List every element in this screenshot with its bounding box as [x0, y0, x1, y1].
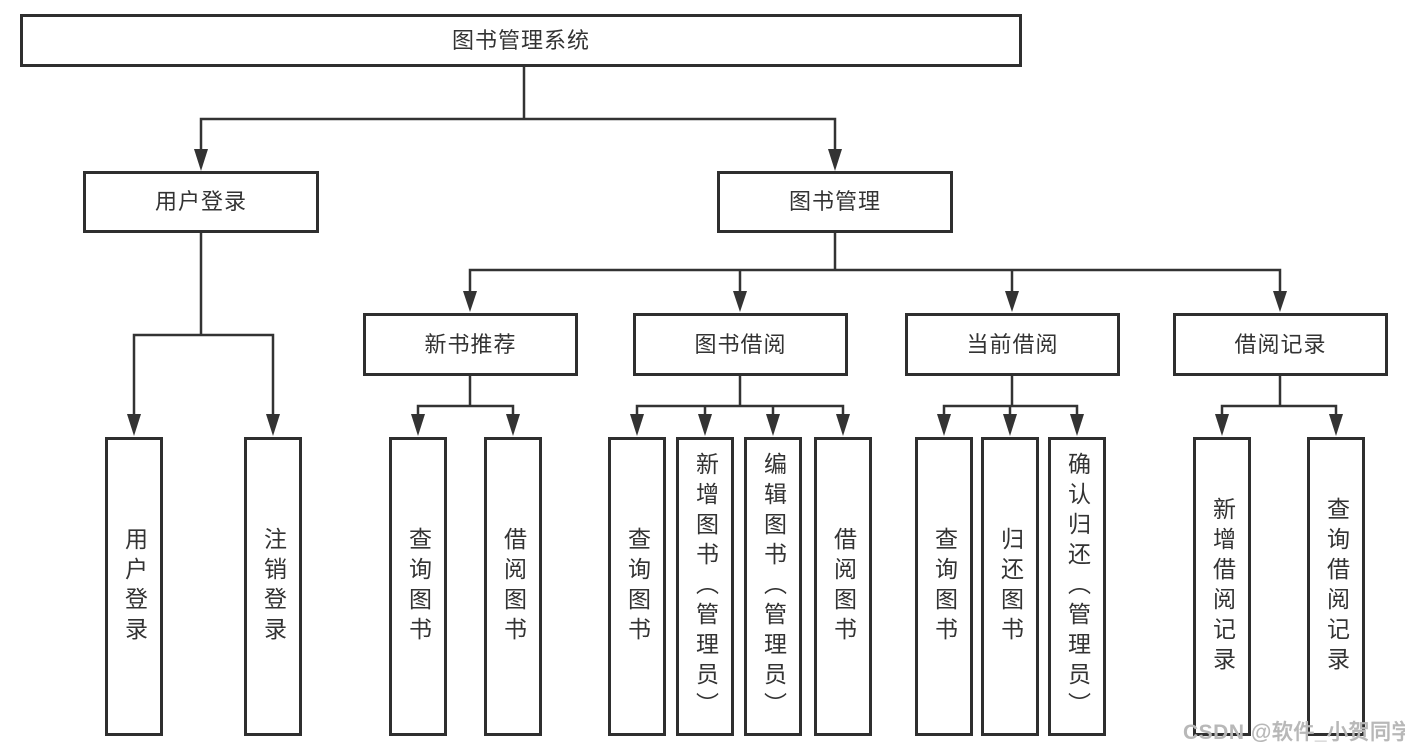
leaf-label: 新增图书（管理员） — [692, 451, 719, 722]
leaf-query-borrow-record: 查询借阅记录 — [1307, 437, 1365, 736]
leaf-label: 确认归还（管理员） — [1064, 451, 1091, 722]
leaf-query-books-borrow: 查询图书 — [608, 437, 666, 736]
leaf-label: 查询图书 — [624, 526, 651, 647]
leaf-label: 查询图书 — [405, 526, 432, 647]
leaf-label: 查询借阅记录 — [1323, 496, 1350, 677]
node-label: 图书管理系统 — [451, 27, 590, 53]
node-library-management-system: 图书管理系统 — [20, 14, 1022, 67]
node-label: 当前借阅 — [966, 331, 1059, 357]
leaf-edit-book-admin: 编辑图书（管理员） — [744, 437, 802, 736]
node-new-book-recommend: 新书推荐 — [363, 313, 578, 376]
csdn-watermark: CSDN @软件_小贺同学 — [1183, 721, 1405, 744]
node-book-management: 图书管理 — [717, 171, 953, 233]
node-current-borrow: 当前借阅 — [905, 313, 1120, 376]
leaf-query-books-current: 查询图书 — [915, 437, 973, 736]
leaf-add-borrow-record: 新增借阅记录 — [1193, 437, 1251, 736]
node-label: 图书管理 — [788, 189, 881, 214]
leaf-return-book: 归还图书 — [981, 437, 1039, 736]
leaf-label: 查询图书 — [931, 526, 958, 647]
node-user-login: 用户登录 — [83, 171, 319, 233]
leaf-label: 借阅图书 — [500, 526, 527, 647]
leaf-label: 注销登录 — [260, 526, 287, 647]
node-label: 用户登录 — [154, 189, 247, 214]
node-borrow-records: 借阅记录 — [1173, 313, 1388, 376]
leaf-confirm-return-admin: 确认归还（管理员） — [1048, 437, 1106, 736]
leaf-label: 用户登录 — [121, 526, 148, 647]
node-book-borrow: 图书借阅 — [633, 313, 848, 376]
leaf-label: 借阅图书 — [830, 526, 857, 647]
arrowheads — [127, 149, 1343, 436]
leaf-borrow-books-recommend: 借阅图书 — [484, 437, 542, 736]
node-label: 借阅记录 — [1234, 331, 1327, 357]
leaf-add-book-admin: 新增图书（管理员） — [676, 437, 734, 736]
leaf-logout: 注销登录 — [244, 437, 302, 736]
leaf-query-books-recommend: 查询图书 — [389, 437, 447, 736]
leaf-borrow-books: 借阅图书 — [814, 437, 872, 736]
leaf-label: 归还图书 — [997, 526, 1024, 647]
leaf-label: 编辑图书（管理员） — [760, 451, 787, 722]
node-label: 图书借阅 — [694, 331, 787, 357]
leaf-label: 新增借阅记录 — [1209, 496, 1236, 677]
node-label: 新书推荐 — [424, 331, 517, 357]
leaf-user-login: 用户登录 — [105, 437, 163, 736]
